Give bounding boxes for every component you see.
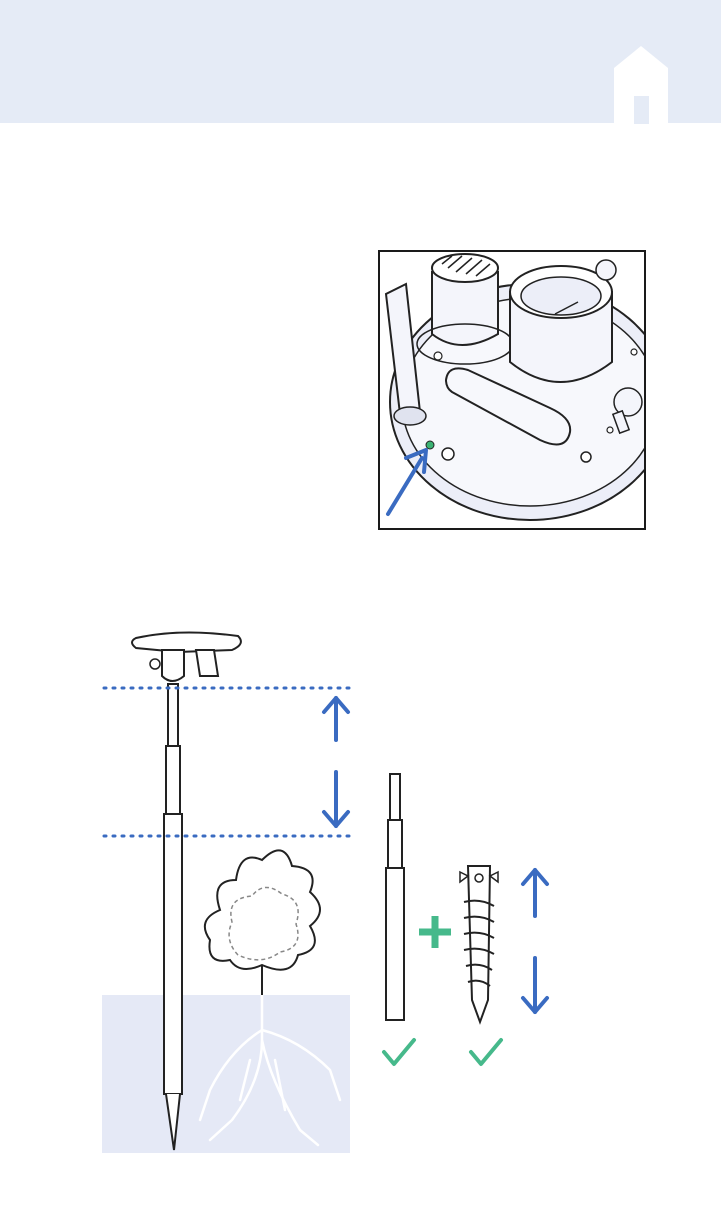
arrow-up-icon [523,870,547,916]
arrow-up-right-icon [388,450,426,514]
installation-illustration [0,600,721,1225]
checkmark-icon [471,1040,501,1064]
arrow-up-icon [324,698,348,740]
ground-spike [460,866,498,1022]
indicator-led [426,441,434,449]
arrow-down-icon [523,958,547,1012]
short-rod [386,774,404,1020]
product-photo [378,250,646,530]
tree-icon [205,850,320,995]
ground-area [102,995,350,1153]
checkmark-icon [384,1040,414,1064]
arrow-down-icon [324,772,348,826]
plus-icon [419,916,451,948]
house-icon [614,46,668,124]
header-band [0,0,721,123]
